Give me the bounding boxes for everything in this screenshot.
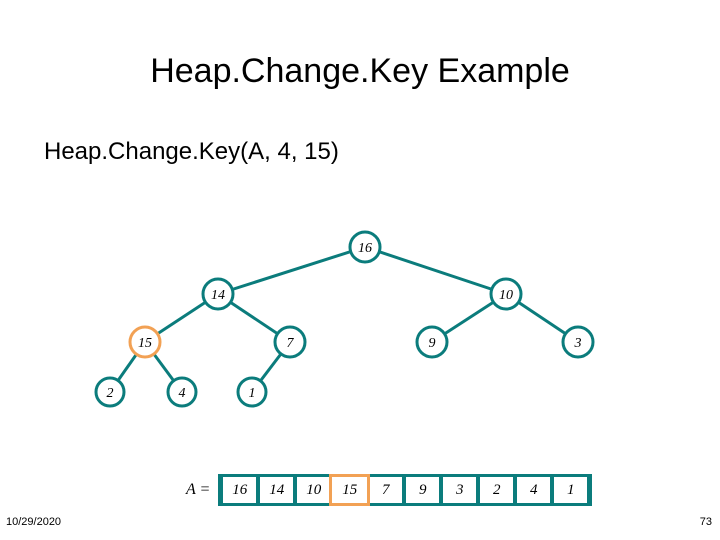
tree-node[interactable]: 2 <box>94 376 126 408</box>
tree-node[interactable]: 3 <box>561 325 595 359</box>
array-cell[interactable]: 1 <box>552 477 590 503</box>
tree-node-circle <box>201 277 235 311</box>
tree-node-value: 16 <box>358 241 372 256</box>
tree-node[interactable]: 14 <box>201 277 235 311</box>
array-cell-value: 7 <box>382 481 390 498</box>
tree-node[interactable]: 1 <box>236 376 268 408</box>
array-cell-value: 16 <box>232 481 248 498</box>
tree-node-circle <box>236 376 268 408</box>
array-cell-value: 14 <box>269 481 285 498</box>
array-cell-value: 3 <box>456 481 464 498</box>
tree-node-circle <box>415 325 449 359</box>
tree-node-circle <box>561 325 595 359</box>
tree-node-circle <box>94 376 126 408</box>
array-cell[interactable]: 2 <box>478 477 516 503</box>
subtitle-call-expression: Heap.Change.Key(A, 4, 15) <box>44 138 339 165</box>
array-cell-value: 1 <box>567 481 575 498</box>
tree-node[interactable]: 4 <box>166 376 198 408</box>
array-cell-value: 2 <box>493 481 501 498</box>
tree-node-circle <box>348 230 382 264</box>
array-cell-list: 16 14 10 15 7 9 3 2 4 1 <box>218 474 593 506</box>
array-cell-value: 4 <box>530 481 538 498</box>
tree-node-value: 7 <box>287 336 295 351</box>
array-cell-value: 10 <box>306 481 322 498</box>
tree-node-value: 2 <box>107 386 114 401</box>
tree-edge <box>217 245 366 296</box>
array-cell-value: 9 <box>419 481 427 498</box>
array-cell-value: 15 <box>342 481 358 498</box>
tree-node-circle <box>128 325 162 359</box>
footer-page-number: 73 <box>699 516 712 528</box>
array-cell[interactable]: 9 <box>404 477 442 503</box>
tree-node-circle <box>166 376 198 408</box>
array-cell[interactable]: 16 <box>221 477 259 503</box>
array-cell[interactable]: 14 <box>258 477 296 503</box>
array-cell[interactable]: 10 <box>295 477 333 503</box>
tree-node[interactable]: 16 <box>348 230 382 264</box>
footer-date: 10/29/2020 <box>6 516 62 528</box>
tree-node-value: 10 <box>499 288 513 303</box>
tree-node[interactable]: 9 <box>415 325 449 359</box>
array-cell[interactable]: 4 <box>515 477 553 503</box>
tree-node[interactable]: 10 <box>489 277 523 311</box>
tree-node-circle <box>489 277 523 311</box>
tree-edge <box>364 245 507 296</box>
array-label: A = <box>186 481 211 498</box>
tree-node-value: 9 <box>429 336 436 351</box>
tree-node-value: 14 <box>211 288 225 303</box>
tree-node-value: 3 <box>574 336 582 351</box>
array-cell[interactable]: 3 <box>441 477 479 503</box>
tree-node-value: 4 <box>179 386 186 401</box>
tree-node-highlighted[interactable]: 15 <box>128 325 162 359</box>
tree-node[interactable]: 7 <box>273 325 307 359</box>
tree-node-value: 1 <box>249 386 256 401</box>
array-cell[interactable]: 7 <box>367 477 405 503</box>
page-title: Heap.Change.Key Example <box>150 52 570 90</box>
tree-node-circle <box>273 325 307 359</box>
tree-node-value: 15 <box>138 336 152 351</box>
array-cell-highlighted[interactable]: 15 <box>329 474 371 506</box>
array-representation: A = 16 14 10 15 7 9 3 2 4 1 <box>186 471 593 509</box>
